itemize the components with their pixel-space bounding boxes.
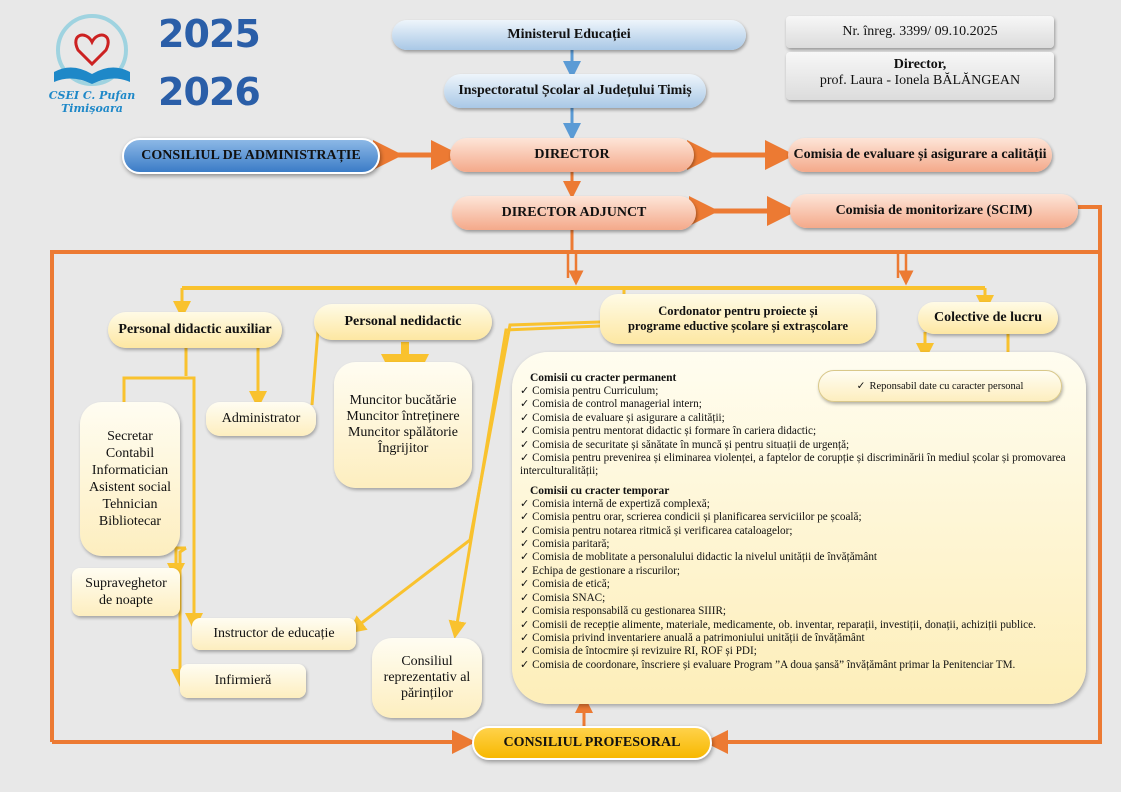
commission-item: Comisia de moblitate a personalului dida… xyxy=(520,551,1076,564)
nonteaching-staff-node: Personal nedidactic xyxy=(314,304,492,340)
school-logo: CSEI C. Pufan Timișoara xyxy=(42,12,142,115)
night-supervisor-line1: Supraveghetor xyxy=(85,576,167,591)
night-supervisor-line2: de noapte xyxy=(98,593,154,608)
workers-node: Muncitor bucătărie Muncitor întreținere … xyxy=(334,362,472,488)
administrator-node: Administrator xyxy=(206,402,316,436)
commission-item: Comisia pentru notarea ritmică și verifi… xyxy=(520,525,1076,538)
aux-role: Asistent social xyxy=(88,480,172,495)
data-officer-label: Reponsabil date cu caracter personal xyxy=(869,380,1024,392)
coordinator-node: Cordonator pentru proiecte și programe e… xyxy=(600,294,876,344)
commission-item: Comisia de evaluare și asigurare a calit… xyxy=(520,412,1076,425)
commission-item: Comisia de securitate și sănătate în mun… xyxy=(520,439,1076,452)
commission-item: Comisia pentru orar, scrierea condicii ș… xyxy=(520,511,1076,524)
commission-item: Comisia de control managerial intern; xyxy=(520,398,1076,411)
commission-item: Comisia SNAC; xyxy=(520,592,1076,605)
logo-city: Timișoara xyxy=(61,102,123,115)
worker-role: Muncitor spălătorie xyxy=(347,425,459,440)
parents-line3: părinților xyxy=(400,686,454,701)
aux-role: Contabil xyxy=(105,446,155,461)
commission-item: Comisii de recepție alimente, materiale,… xyxy=(520,619,1076,632)
book-heart-icon xyxy=(54,14,130,86)
commission-item: Comisia de etică; xyxy=(520,578,1076,591)
director-title: Director, xyxy=(893,57,947,72)
permanent-commissions-list: Comisia pentru Curriculum; Comisia de co… xyxy=(520,385,1076,479)
year-start: 2025 xyxy=(158,12,261,56)
temporary-commissions-title: Comisii cu cracter temporar xyxy=(530,484,670,497)
instructor-node: Instructor de educație xyxy=(192,618,356,650)
commission-item: Comisia internă de expertiză complexă; xyxy=(520,498,1076,511)
aux-role: Tehnician xyxy=(102,497,158,512)
registration-number: Nr. înreg. 3399/ 09.10.2025 xyxy=(786,16,1054,48)
director-name: prof. Laura - Ionela BĂLĂNGEAN xyxy=(819,73,1021,88)
commission-item: Comisia de întocmire și revizuire RI, RO… xyxy=(520,645,1076,658)
logo-school-name: CSEI C. Pufan xyxy=(48,89,136,102)
deputy-director-node: DIRECTOR ADJUNCT xyxy=(452,196,696,230)
nurse-node: Infirmieră xyxy=(180,664,306,698)
commission-item: Comisia paritară; xyxy=(520,538,1076,551)
parents-council-node: Consiliul reprezentativ al părinților xyxy=(372,638,482,718)
permanent-commissions-title: Comisii cu cracter permanent xyxy=(530,372,677,384)
data-officer-node: ✓ Reponsabil date cu caracter personal xyxy=(818,370,1062,402)
aux-role: Informatician xyxy=(91,463,169,478)
year-end: 2026 xyxy=(158,70,261,114)
director-node: DIRECTOR xyxy=(450,138,694,172)
commission-item: Comisia privind inventariere anuală a pa… xyxy=(520,632,1076,645)
director-signature-box: Director, prof. Laura - Ionela BĂLĂNGEAN xyxy=(786,52,1054,100)
eval-commission-node: Comisia de evaluare și asigurare a calit… xyxy=(788,138,1052,172)
commission-item: Comisia pentru mentorat didactic și form… xyxy=(520,425,1076,438)
parents-line2: reprezentativ al xyxy=(383,670,471,685)
worker-role: Muncitor întreținere xyxy=(346,409,460,424)
work-groups-node: Colective de lucru xyxy=(918,302,1058,334)
aux-staff-node: Personal didactic auxiliar xyxy=(108,312,282,348)
parents-line1: Consiliul xyxy=(401,654,453,669)
commissions-panel: Comisii cu cracter permanent Comisia pen… xyxy=(512,352,1086,704)
coordinator-line1: Cordonator pentru proiecte și xyxy=(658,304,818,318)
worker-role: Îngrijitor xyxy=(377,441,429,456)
worker-role: Muncitor bucătărie xyxy=(349,393,457,408)
commission-item: Comisia de coordonare, înscriere și eval… xyxy=(520,659,1076,672)
ministry-node: Ministerul Educației xyxy=(392,20,746,50)
commission-item: Echipa de gestionare a riscurilor; xyxy=(520,565,1076,578)
temporary-commissions-list: Comisia internă de expertiză complexă; C… xyxy=(520,498,1076,672)
aux-role: Secretar xyxy=(107,429,153,444)
night-supervisor-node: Supraveghetor de noapte xyxy=(72,568,180,616)
inspectorate-node: Inspectoratul Școlar al Județului Timiș xyxy=(444,74,706,108)
commission-item: Comisia responsabilă cu gestionarea SIII… xyxy=(520,605,1076,618)
commission-item: Comisia pentru Curriculum; xyxy=(520,385,1076,398)
teachers-council-node: CONSILIUL PROFESORAL xyxy=(472,726,712,760)
check-icon: ✓ xyxy=(856,381,866,392)
aux-role: Bibliotecar xyxy=(98,514,162,529)
coordinator-line2: programe eductive școlare și extrașcolar… xyxy=(627,319,849,333)
scim-commission-node: Comisia de monitorizare (SCIM) xyxy=(790,194,1078,228)
admin-council-node: CONSILIUL DE ADMINISTRAȚIE xyxy=(122,138,380,174)
commission-item: Comisia pentru prevenirea și eliminarea … xyxy=(520,452,1076,479)
aux-roles-node: Secretar Contabil Informatician Asistent… xyxy=(80,402,180,556)
